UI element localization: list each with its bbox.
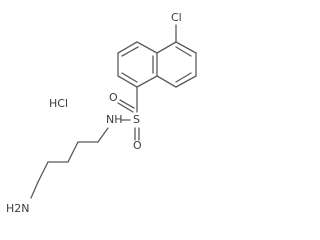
bond-s-o-top xyxy=(119,99,135,109)
bond xyxy=(175,41,197,54)
oxygen-bottom-label: O xyxy=(133,139,142,152)
naphthalene-left-ring xyxy=(117,41,158,88)
bond xyxy=(156,41,177,54)
bond xyxy=(136,41,158,54)
bond xyxy=(117,41,138,54)
bond xyxy=(97,127,109,143)
bond xyxy=(30,181,39,199)
bond xyxy=(117,75,138,88)
amide-nitrogen-label: NH xyxy=(106,113,123,126)
double-bond-inner xyxy=(121,72,138,83)
double-bond-inner xyxy=(175,46,192,57)
chemical-structure: Cl S O O NH H2N HCl xyxy=(6,11,197,215)
oxygen-top-label: O xyxy=(109,91,118,104)
pentyl-chain xyxy=(30,127,109,199)
bond xyxy=(67,141,79,163)
salt-label: HCl xyxy=(49,97,68,110)
amine-nitrogen-label: H2N xyxy=(6,202,30,215)
bond xyxy=(136,75,158,88)
bond-s-o-top xyxy=(117,102,134,113)
bond xyxy=(175,75,197,88)
sulfur-label: S xyxy=(133,113,140,126)
chlorine-label: Cl xyxy=(171,11,182,24)
double-bond-inner xyxy=(175,72,192,83)
bond xyxy=(37,161,49,183)
bond xyxy=(156,75,177,88)
naphthalene-right-ring xyxy=(156,41,197,88)
double-bond-inner xyxy=(121,46,139,57)
